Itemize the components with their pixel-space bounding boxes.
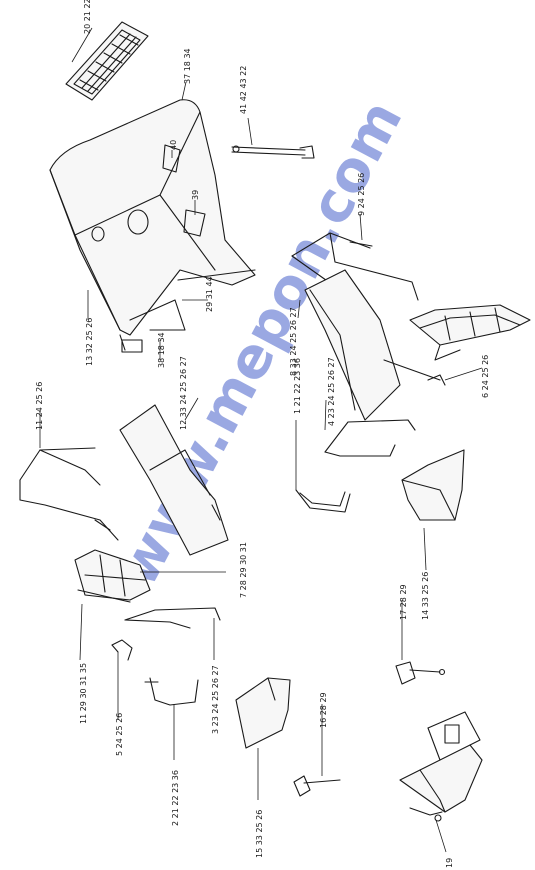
part-side-panel — [401, 449, 465, 521]
part-u-bracket-2 — [144, 677, 199, 706]
label-40: 40 — [169, 140, 178, 150]
part-battery-box — [399, 711, 483, 822]
label-13: 13 32 25 26 — [85, 318, 94, 366]
part-bracket-3 — [124, 607, 221, 629]
label-11b: 11 29 30 31 35 — [79, 663, 88, 724]
label-7: 7 28 29 30 31 — [239, 542, 248, 598]
label-1: 1 21 22 23 36 — [293, 358, 302, 414]
label-2: 2 21 22 23 36 — [171, 770, 180, 826]
label-4: 4 23 24 25 26 27 — [327, 357, 336, 426]
part-labels: 20 21 22 37 18 34 41 42 43 22 40 39 9 24… — [35, 0, 490, 868]
part-fender — [235, 677, 291, 749]
part-lower-frame — [324, 419, 416, 457]
label-17: 17 28 29 — [399, 584, 408, 620]
part-rod — [231, 145, 315, 159]
label-3: 3 23 24 25 26 27 — [211, 665, 220, 734]
label-6: 6 24 25 26 — [481, 355, 490, 398]
part-lever-16 — [293, 775, 341, 797]
label-20: 20 21 22 — [83, 0, 92, 34]
part-grille — [65, 21, 149, 101]
leader-lines — [39, 27, 483, 853]
part-step-right — [383, 304, 531, 386]
part-lever-17 — [395, 661, 446, 685]
label-38: 38 18 34 — [157, 332, 166, 368]
label-9: 9 24 25 26 — [357, 173, 366, 216]
label-37: 37 18 34 — [183, 48, 192, 84]
label-39: 39 — [191, 190, 200, 200]
label-16: 16 28 29 — [319, 692, 328, 728]
part-u-bracket-1 — [295, 489, 351, 513]
part-hood — [49, 99, 256, 353]
label-12: 12 33 24 25 26 27 — [179, 356, 188, 430]
label-41: 41 42 43 22 — [239, 66, 248, 114]
label-5: 5 24 25 26 — [115, 713, 124, 756]
part-panel-8 — [304, 269, 401, 421]
label-14: 14 33 25 26 — [421, 572, 430, 620]
part-step-left — [74, 549, 151, 603]
label-19: 19 — [445, 858, 454, 868]
part-long-frame — [19, 447, 119, 541]
label-15: 15 33 25 26 — [255, 810, 264, 858]
part-floor-panel — [119, 404, 229, 556]
label-8: 8 33 24 25 26 27 — [289, 307, 298, 376]
label-11a: 11 24 25 26 — [35, 382, 44, 430]
label-29: 29 31 44 — [205, 276, 214, 312]
part-small-bracket — [111, 639, 133, 661]
